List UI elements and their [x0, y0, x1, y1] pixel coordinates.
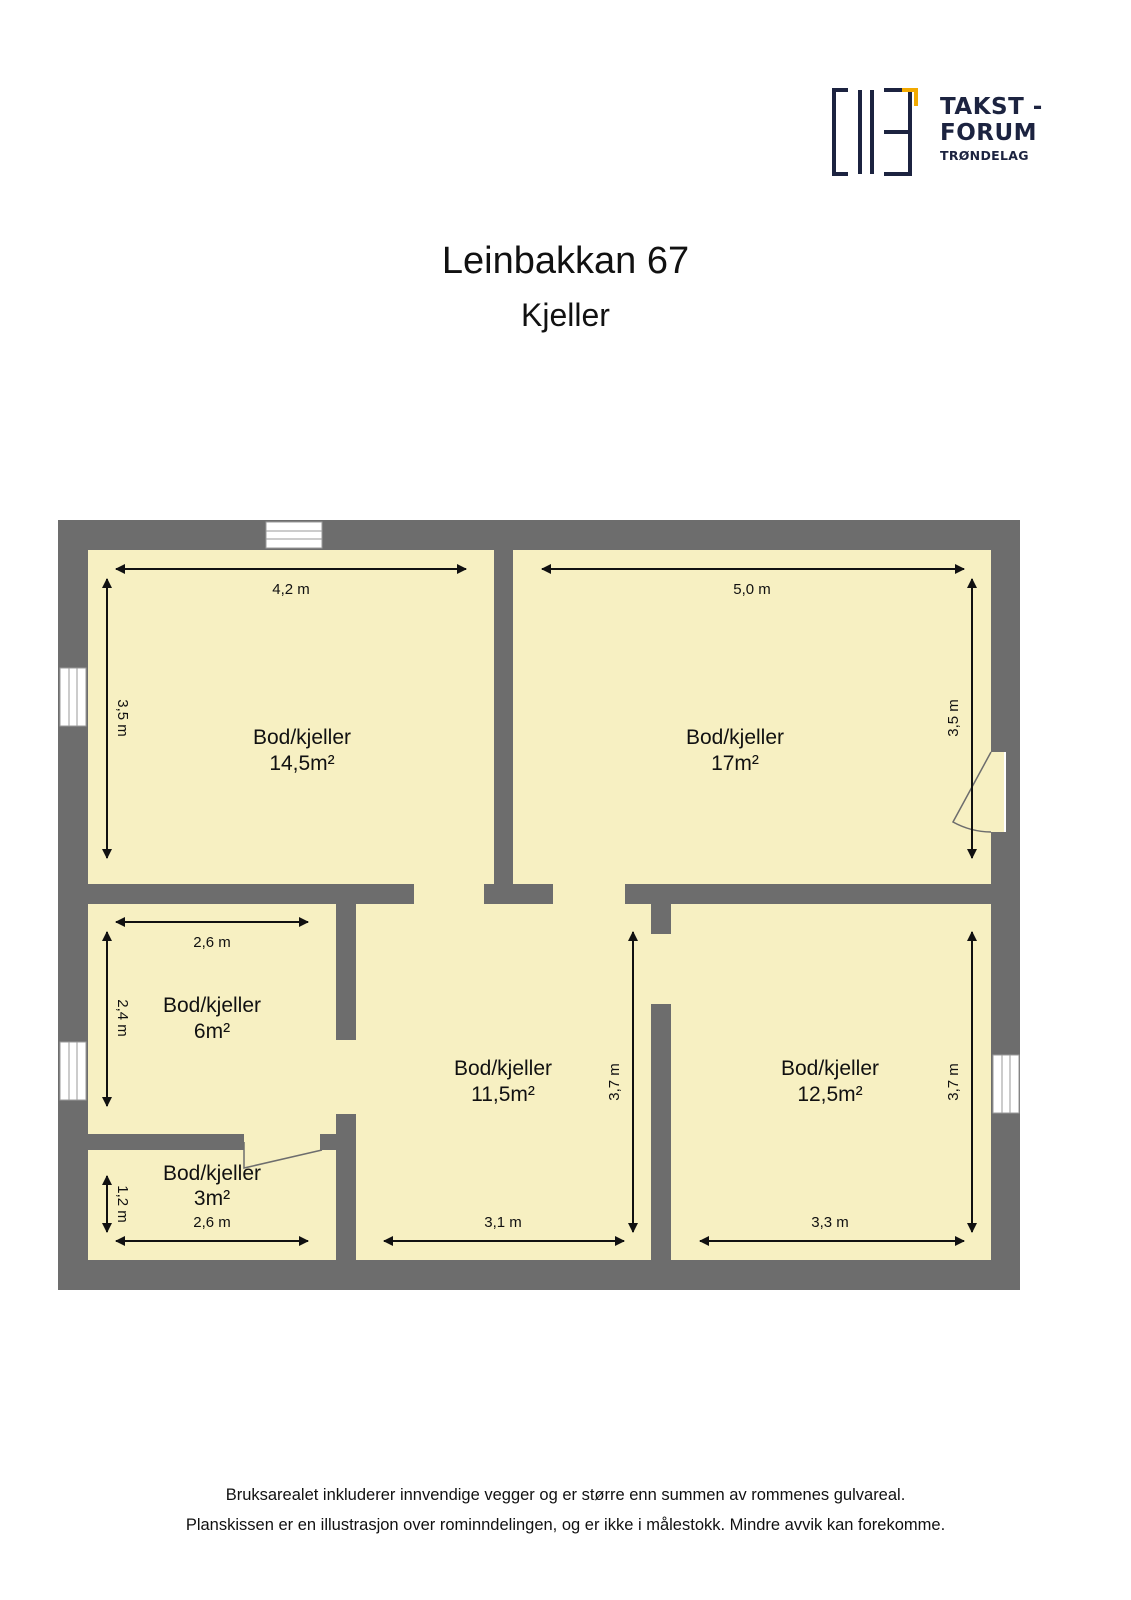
- window-left-lower: [59, 1041, 87, 1101]
- dim-label-1-depth: 3,5 m: [114, 699, 131, 737]
- dim-label-2-depth: 3,5 m: [945, 699, 962, 737]
- dim-label-3-width: 2,6 m: [193, 934, 231, 951]
- room-floor-1: [88, 550, 494, 884]
- opening-3-4: [244, 1134, 320, 1150]
- dim-label-5-width: 3,1 m: [484, 1214, 522, 1231]
- room-name-5: Bod/kjeller: [454, 1057, 552, 1080]
- page-title: Leinbakkan 67: [441, 240, 690, 282]
- dim-label-1-width: 4,2 m: [272, 581, 310, 598]
- room-name-1: Bod/kjeller: [253, 726, 351, 749]
- dim-label-2-width: 5,0 m: [733, 581, 771, 598]
- room-name-4: Bod/kjeller: [163, 1162, 261, 1185]
- room-area-1: 14,5m²: [269, 752, 334, 775]
- room-floor-5: [356, 904, 651, 1260]
- room-name-2: Bod/kjeller: [686, 726, 784, 749]
- logo-line-2: FORUM: [940, 120, 1038, 146]
- opening-2-5: [553, 884, 625, 904]
- room-area-2: 17m²: [711, 752, 759, 775]
- dim-label-4-width: 2,6 m: [193, 1214, 231, 1231]
- window-right: [992, 1054, 1020, 1114]
- dim-label-6-depth: 3,7 m: [945, 1063, 962, 1101]
- dim-label-4-depth: 1,2 m: [114, 1185, 131, 1223]
- logo-line-1: TAKST -: [940, 94, 1043, 120]
- dim-label-5-depth: 3,7 m: [606, 1063, 623, 1101]
- logo-text: TAKST - FORUM TRØNDELAG: [940, 96, 1043, 163]
- room-floor-2: [513, 550, 991, 884]
- opening-3-5: [336, 1040, 356, 1114]
- door-swing-3-4: [243, 1142, 323, 1169]
- window-top: [265, 521, 323, 549]
- footer-note-disclaimer: Planskissen er en illustrasjon over romi…: [185, 1516, 946, 1534]
- dim-label-3-depth: 2,4 m: [114, 999, 131, 1037]
- logo-line-3: TRØNDELAG: [940, 148, 1029, 163]
- opening-5-6: [651, 934, 671, 1004]
- footer-note-area: Bruksarealet inkluderer innvendige vegge…: [225, 1486, 906, 1504]
- room-area-6: 12,5m²: [797, 1083, 862, 1106]
- exterior-door: [991, 752, 1005, 832]
- opening-1-5: [414, 884, 484, 904]
- page-subtitle: Kjeller: [521, 297, 610, 333]
- takstforum-logo: TAKST - FORUM TRØNDELAG: [830, 86, 1050, 181]
- dim-label-6-width: 3,3 m: [811, 1214, 849, 1231]
- logo-mark-icon: [832, 88, 918, 176]
- room-area-5: 11,5m²: [471, 1083, 535, 1106]
- room-floor-6: [671, 904, 991, 1260]
- room-name-3: Bod/kjeller: [163, 994, 261, 1017]
- room-area-4: 3m²: [194, 1187, 230, 1210]
- room-name-6: Bod/kjeller: [781, 1057, 879, 1080]
- room-area-3: 6m²: [194, 1020, 230, 1043]
- window-left-upper: [59, 667, 87, 727]
- room-floor-3: [88, 904, 336, 1134]
